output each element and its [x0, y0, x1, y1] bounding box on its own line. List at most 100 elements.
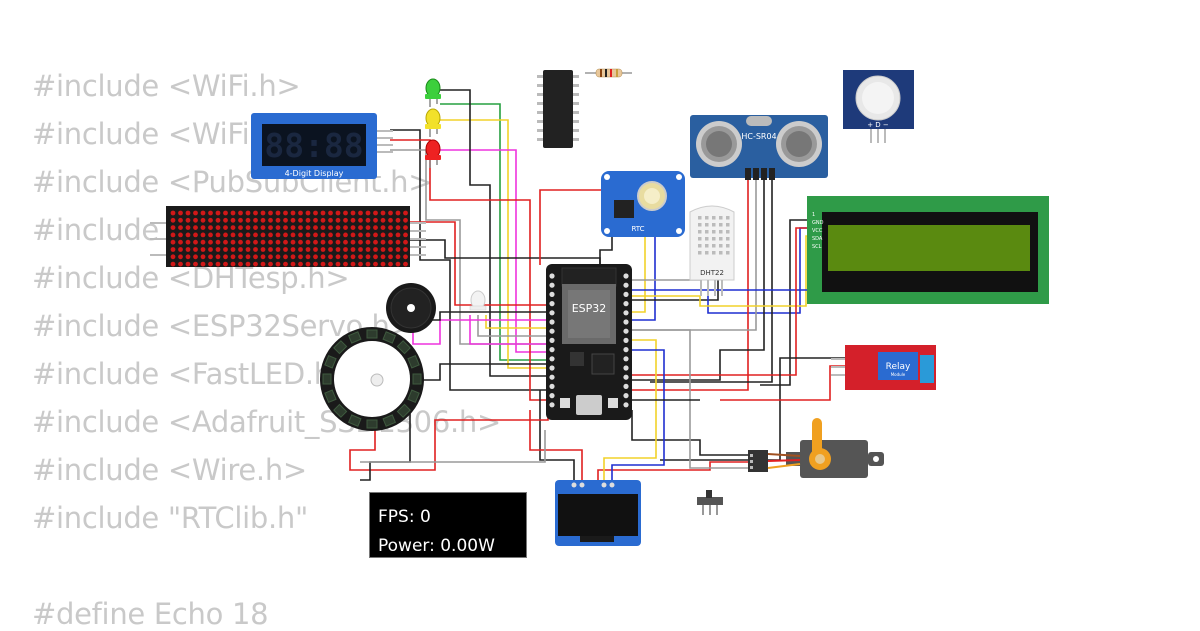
matrix-pins — [410, 222, 426, 256]
ring-pixel — [366, 419, 378, 429]
dht-hole — [712, 216, 716, 220]
wire-magenta — [440, 149, 552, 353]
matrix-dot — [193, 247, 198, 252]
matrix-dot — [193, 210, 198, 216]
dht-hole — [719, 230, 723, 234]
led-yellow[interactable] — [425, 108, 441, 137]
matrix-dot — [193, 225, 198, 231]
wire-blue — [611, 349, 665, 480]
seven-segment-display[interactable]: 88:88 4-Digit Display — [251, 113, 393, 179]
matrix-dot — [365, 254, 371, 260]
pir-sensor[interactable]: + D − — [843, 70, 914, 143]
led-matrix[interactable] — [150, 206, 426, 267]
dht22-sensor[interactable]: DHT22 — [689, 205, 735, 296]
led-green[interactable] — [425, 78, 441, 107]
matrix-dot — [223, 239, 228, 245]
servo-motor[interactable] — [748, 418, 884, 478]
matrix-dot — [215, 254, 221, 260]
matrix-dot — [185, 210, 191, 216]
esp32-pin — [623, 374, 629, 380]
matrix-dot — [380, 210, 386, 216]
matrix-dot — [395, 254, 401, 260]
ring-pixel — [366, 329, 378, 339]
esp32-pin — [549, 310, 555, 316]
dip-chip[interactable] — [537, 70, 579, 148]
buzzer[interactable] — [386, 283, 436, 333]
matrix-dot — [395, 247, 401, 252]
lcd-pin-scl: SCL — [812, 244, 822, 250]
matrix-dot — [320, 261, 326, 267]
matrix-dot — [358, 261, 363, 267]
wire-red — [632, 227, 815, 376]
matrix-dot — [403, 232, 408, 238]
matrix-dot — [223, 210, 228, 216]
dht-hole — [698, 251, 702, 255]
matrix-dot — [320, 239, 326, 245]
matrix-dot — [208, 247, 213, 252]
matrix-dot — [260, 210, 266, 216]
matrix-dot — [350, 239, 356, 245]
matrix-dot — [313, 247, 318, 252]
matrix-dot — [373, 261, 378, 267]
dht-hole — [719, 216, 723, 220]
matrix-dot — [230, 210, 236, 216]
matrix-dot — [193, 261, 198, 267]
relay-sub: Module — [891, 372, 906, 377]
matrix-dot — [343, 210, 348, 216]
ring-pixels — [322, 329, 422, 429]
matrix-dot — [365, 261, 371, 267]
dht-hole — [698, 230, 702, 234]
esp32-board[interactable]: ESP32 — [546, 264, 632, 420]
matrix-dot — [223, 261, 228, 267]
led-red[interactable] — [425, 139, 441, 168]
matrix-dot — [283, 247, 288, 252]
dht-hole — [726, 230, 730, 234]
matrix-dot — [335, 254, 341, 260]
matrix-dot — [320, 225, 326, 231]
matrix-dot — [388, 261, 393, 267]
slide-switch[interactable] — [697, 490, 723, 515]
matrix-dot — [185, 232, 191, 238]
ring-pixel — [333, 403, 348, 418]
dht-hole — [719, 237, 723, 241]
matrix-dot — [253, 217, 258, 223]
matrix-dot — [380, 261, 386, 267]
dht-hole — [726, 237, 730, 241]
matrix-dot — [290, 254, 296, 260]
matrix-dot — [365, 217, 371, 223]
wire-green — [440, 103, 552, 361]
oled-display[interactable] — [555, 480, 641, 546]
esp32-pin — [623, 282, 629, 288]
matrix-dot — [380, 232, 386, 238]
matrix-dot — [305, 261, 311, 267]
wire-red — [529, 410, 583, 480]
rgb-led[interactable] — [469, 290, 487, 311]
matrix-dot — [230, 254, 236, 260]
matrix-dot — [358, 210, 363, 216]
relay-module[interactable]: Relay Module — [831, 345, 936, 390]
matrix-dot — [268, 254, 273, 260]
matrix-dot — [178, 261, 183, 267]
matrix-dot — [178, 217, 183, 223]
lcd-display[interactable]: 1 GND VCC SDA SCL — [807, 196, 1049, 304]
matrix-dot — [245, 261, 251, 267]
matrix-dot — [178, 225, 183, 231]
neopixel-ring[interactable] — [320, 327, 424, 431]
ultrasonic-sensor[interactable]: HC-SR04 — [690, 115, 828, 180]
matrix-dot — [320, 232, 326, 238]
relay-label: Relay — [886, 362, 911, 372]
resistor[interactable] — [585, 68, 632, 78]
matrix-dot — [298, 225, 303, 231]
matrix-dot — [335, 247, 341, 252]
matrix-dot — [238, 232, 243, 238]
matrix-dot — [200, 225, 206, 231]
matrix-dot — [170, 225, 176, 231]
wire-gray — [360, 430, 546, 463]
rtc-module[interactable]: RTC — [601, 171, 685, 237]
matrix-dot — [350, 261, 356, 267]
esp32-pin — [623, 273, 629, 279]
ring-pixel — [382, 331, 397, 344]
code-line: #include <WiFi — [32, 117, 250, 151]
matrix-dot — [245, 239, 251, 245]
